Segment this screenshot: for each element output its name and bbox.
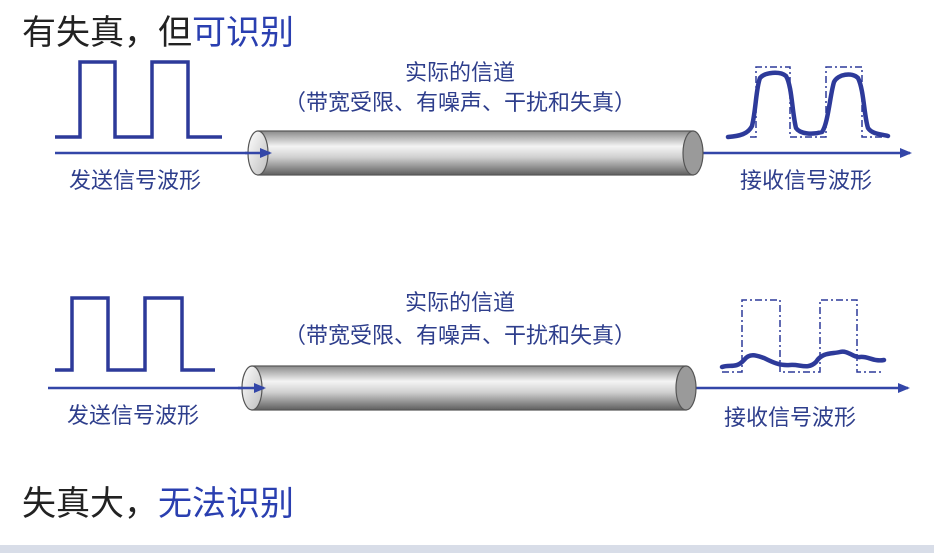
top-receive-label: 接收信号波形 bbox=[740, 169, 872, 194]
bottom-receive-label: 接收信号波形 bbox=[724, 406, 856, 431]
top-heading-part1: 有失真，但 bbox=[22, 13, 192, 53]
top-channel-pipe bbox=[248, 131, 703, 175]
bottom-channel-title: 实际的信道 bbox=[405, 291, 515, 316]
bottom-channel-description: （带宽受限、有噪声、干扰和失真） bbox=[284, 324, 636, 349]
top-send-label: 发送信号波形 bbox=[69, 169, 201, 194]
top-heading-part2: 可识别 bbox=[192, 13, 294, 53]
top-heading: 有失真，但可识别 bbox=[22, 13, 294, 53]
bottom-heading-part1: 失真大， bbox=[22, 484, 158, 524]
top-receive-distorted-waveform bbox=[728, 73, 888, 137]
bottom-receive-distorted-waveform bbox=[722, 352, 884, 367]
bottom-heading: 失真大，无法识别 bbox=[22, 484, 294, 524]
bottom-channel-pipe bbox=[242, 366, 696, 410]
bottom-send-waveform bbox=[55, 298, 215, 370]
top-channel-title: 实际的信道 bbox=[405, 61, 515, 86]
slide-bottom-band bbox=[0, 545, 934, 553]
top-channel-description: （带宽受限、有噪声、干扰和失真） bbox=[284, 91, 636, 116]
bottom-receive-reference-waveform bbox=[722, 300, 884, 372]
bottom-send-label: 发送信号波形 bbox=[67, 404, 199, 429]
bottom-heading-part2: 无法识别 bbox=[158, 484, 294, 524]
top-send-waveform bbox=[55, 62, 222, 137]
